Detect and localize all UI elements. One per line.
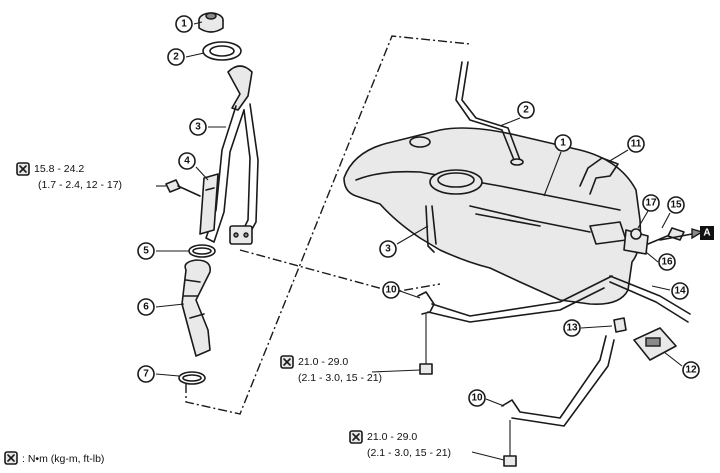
callout-6: 3 xyxy=(195,122,201,133)
phantom-line-tube xyxy=(239,249,441,293)
torque-legend: : N•m (kg-m, ft-lb) xyxy=(4,451,104,465)
connector-module xyxy=(633,327,677,361)
callout-2: 2 xyxy=(523,105,529,116)
filler-tube xyxy=(205,65,259,245)
fuel-tube-assembly xyxy=(609,227,691,323)
filler-gasket xyxy=(202,41,242,61)
vent-tube xyxy=(579,157,619,195)
retaining-clip xyxy=(613,317,627,333)
phantom-line-filler xyxy=(185,35,471,415)
callout-7: 4 xyxy=(184,156,190,167)
view-arrow-a: A xyxy=(659,226,714,241)
torque-spec-1: 15.8 - 24.2 (1.7 - 2.4, 12 - 17) xyxy=(16,162,166,191)
torque-value-2: 21.0 - 29.0 xyxy=(298,356,348,368)
filler-hose xyxy=(181,259,212,357)
tank-bracket-upper xyxy=(417,275,613,375)
callout-10-lower: 10 xyxy=(471,393,483,404)
callout-11: 11 xyxy=(631,139,642,150)
callout-15: 15 xyxy=(670,200,682,211)
callout-9: 6 xyxy=(143,302,149,313)
callout-10-upper: 10 xyxy=(385,285,397,296)
callout-group: 1 2 3 4 5 6 7 1 2 3 xyxy=(137,15,700,407)
view-marker-label: A xyxy=(703,228,710,239)
callout-5: 2 xyxy=(173,52,179,63)
callout-17: 17 xyxy=(645,198,657,209)
torque-spec-2: 21.0 - 29.0 (2.1 - 3.0, 15 - 21) xyxy=(280,355,421,384)
torque-converted-2: (2.1 - 3.0, 15 - 21) xyxy=(298,372,382,384)
torque-converted-1: (1.7 - 2.4, 12 - 17) xyxy=(38,179,122,191)
callout-14: 14 xyxy=(674,286,686,297)
torque-value-1: 15.8 - 24.2 xyxy=(34,163,84,175)
filler-bracket xyxy=(199,173,219,235)
filler-cap xyxy=(198,12,224,33)
fuel-tank xyxy=(343,127,642,306)
tank-strap-lower xyxy=(501,335,615,467)
callout-3: 3 xyxy=(385,244,391,255)
torque-spec-3: 21.0 - 29.0 (2.1 - 3.0, 15 - 21) xyxy=(349,430,505,461)
callout-8-lower: 7 xyxy=(143,369,149,380)
view-marker-box xyxy=(700,226,714,240)
callout-12: 12 xyxy=(685,365,697,376)
callout-13: 13 xyxy=(566,323,578,334)
callout-4: 1 xyxy=(181,19,187,30)
callout-1: 1 xyxy=(560,138,566,149)
callout-8-upper: 5 xyxy=(143,246,149,257)
mounting-bolt-left xyxy=(165,179,201,197)
legend-units: : N•m (kg-m, ft-lb) xyxy=(22,453,104,465)
torque-converted-3: (2.1 - 3.0, 15 - 21) xyxy=(367,447,451,459)
callout-16: 16 xyxy=(661,257,673,268)
tank-strap-left xyxy=(425,205,437,253)
hose-clamp-lower xyxy=(178,371,206,385)
hose-clamp-upper xyxy=(188,244,216,258)
breather-hose xyxy=(455,61,524,166)
torque-value-3: 21.0 - 29.0 xyxy=(367,431,417,443)
